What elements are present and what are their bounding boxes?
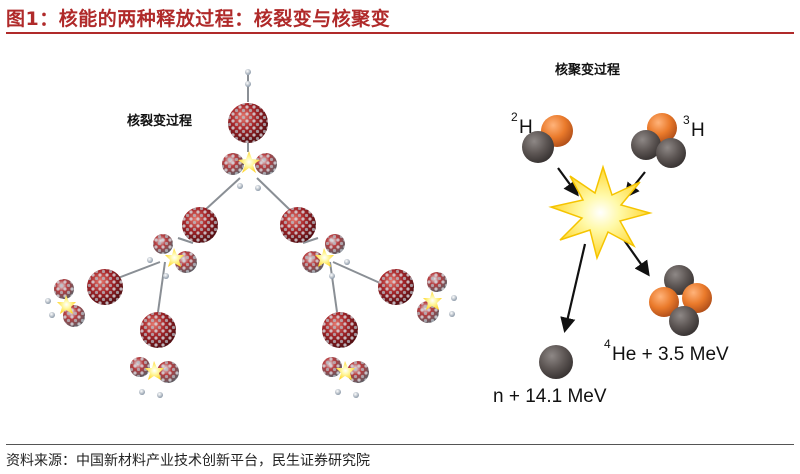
fission-products-right	[302, 234, 350, 279]
tritium-mass: 3	[683, 113, 690, 127]
nucleus-far-left	[87, 269, 123, 305]
fusion-label: 核聚变过程	[555, 62, 620, 78]
deuterium-mass: 2	[511, 110, 518, 124]
fission-products-mid-right	[322, 357, 369, 398]
source-rule	[6, 444, 794, 445]
deuterium-nucleus	[522, 115, 573, 163]
helium-mass: 4	[604, 337, 611, 351]
free-neutron	[539, 345, 573, 379]
nucleus-mid-left	[140, 312, 176, 348]
fission-diagram: 核裂变过程	[45, 69, 457, 398]
nucleus-right	[280, 207, 316, 243]
nucleus-left	[182, 207, 218, 243]
fusion-flash	[548, 164, 653, 261]
helium-nucleus	[649, 265, 712, 336]
fission-products-top	[222, 151, 277, 191]
fusion-diagram: 核聚变过程 2 H 3 H	[493, 62, 729, 407]
figure-source: 资料来源：中国新材料产业技术创新平台，民生证券研究院	[6, 453, 370, 469]
tritium-symbol: H	[691, 120, 705, 141]
helium-text: He + 3.5 MeV	[612, 344, 729, 365]
deuterium-symbol: H	[519, 117, 533, 138]
nucleus-top	[228, 103, 268, 143]
title-rule	[6, 32, 794, 34]
nuclear-diagram: 核裂变过程	[45, 62, 729, 407]
incoming-neutron	[245, 69, 251, 87]
fission-products-mid-left	[130, 357, 179, 398]
tritium-label: 3 H	[683, 113, 705, 141]
deuterium-label: 2 H	[511, 110, 533, 138]
helium-label: 4 He + 3.5 MeV	[604, 337, 729, 365]
chain-lines	[117, 75, 381, 313]
fission-products-far-left	[45, 279, 85, 327]
tritium-nucleus	[631, 113, 686, 168]
figure-title: 图1：核能的两种释放过程：核裂变与核聚变	[6, 8, 391, 30]
nucleus-far-right	[378, 269, 414, 305]
nucleus-mid-right	[322, 312, 358, 348]
fission-products-far-right	[417, 272, 457, 323]
fission-products-left	[147, 234, 197, 279]
neutron-text: n + 14.1 MeV	[493, 386, 607, 407]
fission-label: 核裂变过程	[127, 113, 192, 129]
